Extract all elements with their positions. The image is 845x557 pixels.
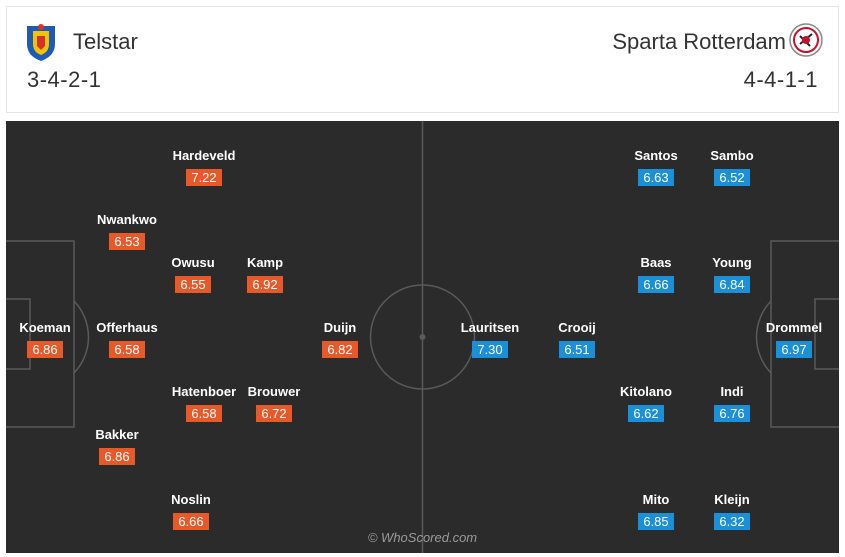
rating-badge: 7.30 bbox=[472, 341, 508, 358]
player-name: Hatenboer bbox=[171, 384, 237, 399]
player-koeman[interactable]: Koeman 6.86 bbox=[6, 320, 90, 359]
home-formation: 3-4-2-1 bbox=[27, 67, 102, 92]
player-noslin[interactable]: Noslin 6.66 bbox=[146, 492, 236, 531]
player-brouwer[interactable]: Brouwer 6.72 bbox=[229, 384, 319, 423]
rating-badge: 6.85 bbox=[638, 513, 674, 530]
rating-badge: 6.66 bbox=[173, 513, 209, 530]
rating-badge: 6.63 bbox=[638, 169, 674, 186]
rating-badge: 6.58 bbox=[109, 341, 145, 358]
player-duijn[interactable]: Duijn 6.82 bbox=[295, 320, 385, 359]
player-crooij[interactable]: Crooij 6.51 bbox=[532, 320, 622, 359]
player-young[interactable]: Young 6.84 bbox=[687, 255, 777, 294]
player-kleijn[interactable]: Kleijn 6.32 bbox=[687, 492, 777, 531]
match-header: Telstar 3-4-2-1 Sparta Rotterdam 4-4-1-1 bbox=[6, 6, 839, 113]
sparta-rotterdam-crest-icon bbox=[789, 23, 823, 57]
player-lauritsen[interactable]: Lauritsen 7.30 bbox=[445, 320, 535, 359]
player-kitolano[interactable]: Kitolano 6.62 bbox=[601, 384, 691, 423]
player-name: Nwankwo bbox=[97, 212, 157, 227]
player-santos[interactable]: Santos 6.63 bbox=[611, 148, 701, 187]
rating-badge: 6.92 bbox=[247, 276, 283, 293]
home-team-name[interactable]: Telstar bbox=[73, 29, 138, 54]
player-name: Drommel bbox=[765, 320, 823, 335]
rating-badge: 6.84 bbox=[714, 276, 750, 293]
rating-badge: 7.22 bbox=[186, 169, 222, 186]
rating-badge: 6.82 bbox=[322, 341, 358, 358]
player-name: Owusu bbox=[171, 255, 215, 270]
player-name: Indi bbox=[720, 384, 744, 399]
pitch: Hardeveld 7.22 Nwankwo 6.53 Owusu 6.55 K… bbox=[6, 121, 839, 553]
player-name: Offerhaus bbox=[96, 320, 158, 335]
rating-badge: 6.76 bbox=[714, 405, 750, 422]
away-formation: 4-4-1-1 bbox=[743, 67, 818, 92]
player-name: Kleijn bbox=[714, 492, 750, 507]
player-drommel[interactable]: Drommel 6.97 bbox=[749, 320, 839, 359]
player-name: Sambo bbox=[710, 148, 754, 163]
player-name: Young bbox=[712, 255, 752, 270]
player-nwankwo[interactable]: Nwankwo 6.53 bbox=[82, 212, 172, 251]
player-name: Kamp bbox=[246, 255, 284, 270]
rating-badge: 6.97 bbox=[776, 341, 812, 358]
player-owusu[interactable]: Owusu 6.55 bbox=[148, 255, 238, 294]
rating-badge: 6.72 bbox=[256, 405, 292, 422]
telstar-crest-icon bbox=[27, 24, 55, 61]
player-baas[interactable]: Baas 6.66 bbox=[611, 255, 701, 294]
rating-badge: 6.86 bbox=[99, 448, 135, 465]
player-kamp[interactable]: Kamp 6.92 bbox=[220, 255, 310, 294]
rating-badge: 6.53 bbox=[109, 233, 145, 250]
player-name: Hardeveld bbox=[172, 148, 236, 163]
whoscored-watermark: © WhoScored.com bbox=[367, 530, 478, 545]
rating-badge: 6.32 bbox=[714, 513, 750, 530]
player-offerhaus[interactable]: Offerhaus 6.58 bbox=[82, 320, 172, 359]
player-name: Baas bbox=[640, 255, 672, 270]
pitch-markings bbox=[6, 121, 839, 553]
player-hardeveld[interactable]: Hardeveld 7.22 bbox=[159, 148, 249, 187]
rating-badge: 6.62 bbox=[628, 405, 664, 422]
player-bakker[interactable]: Bakker 6.86 bbox=[72, 427, 162, 466]
away-team-name[interactable]: Sparta Rotterdam bbox=[612, 29, 786, 54]
rating-badge: 6.52 bbox=[714, 169, 750, 186]
rating-badge: 6.55 bbox=[175, 276, 211, 293]
player-name: Noslin bbox=[171, 492, 211, 507]
player-name: Brouwer bbox=[247, 384, 301, 399]
player-name: Lauritsen bbox=[460, 320, 520, 335]
player-sambo[interactable]: Sambo 6.52 bbox=[687, 148, 777, 187]
rating-badge: 6.66 bbox=[638, 276, 674, 293]
player-hatenboer[interactable]: Hatenboer 6.58 bbox=[159, 384, 249, 423]
player-name: Santos bbox=[634, 148, 678, 163]
rating-badge: 6.51 bbox=[559, 341, 595, 358]
player-indi[interactable]: Indi 6.76 bbox=[687, 384, 777, 423]
player-name: Crooij bbox=[558, 320, 596, 335]
player-name: Mito bbox=[642, 492, 670, 507]
rating-badge: 6.86 bbox=[27, 341, 63, 358]
rating-badge: 6.58 bbox=[186, 405, 222, 422]
player-name: Koeman bbox=[19, 320, 71, 335]
player-name: Duijn bbox=[323, 320, 357, 335]
player-name: Kitolano bbox=[620, 384, 672, 399]
player-mito[interactable]: Mito 6.85 bbox=[611, 492, 701, 531]
player-name: Bakker bbox=[95, 427, 139, 442]
